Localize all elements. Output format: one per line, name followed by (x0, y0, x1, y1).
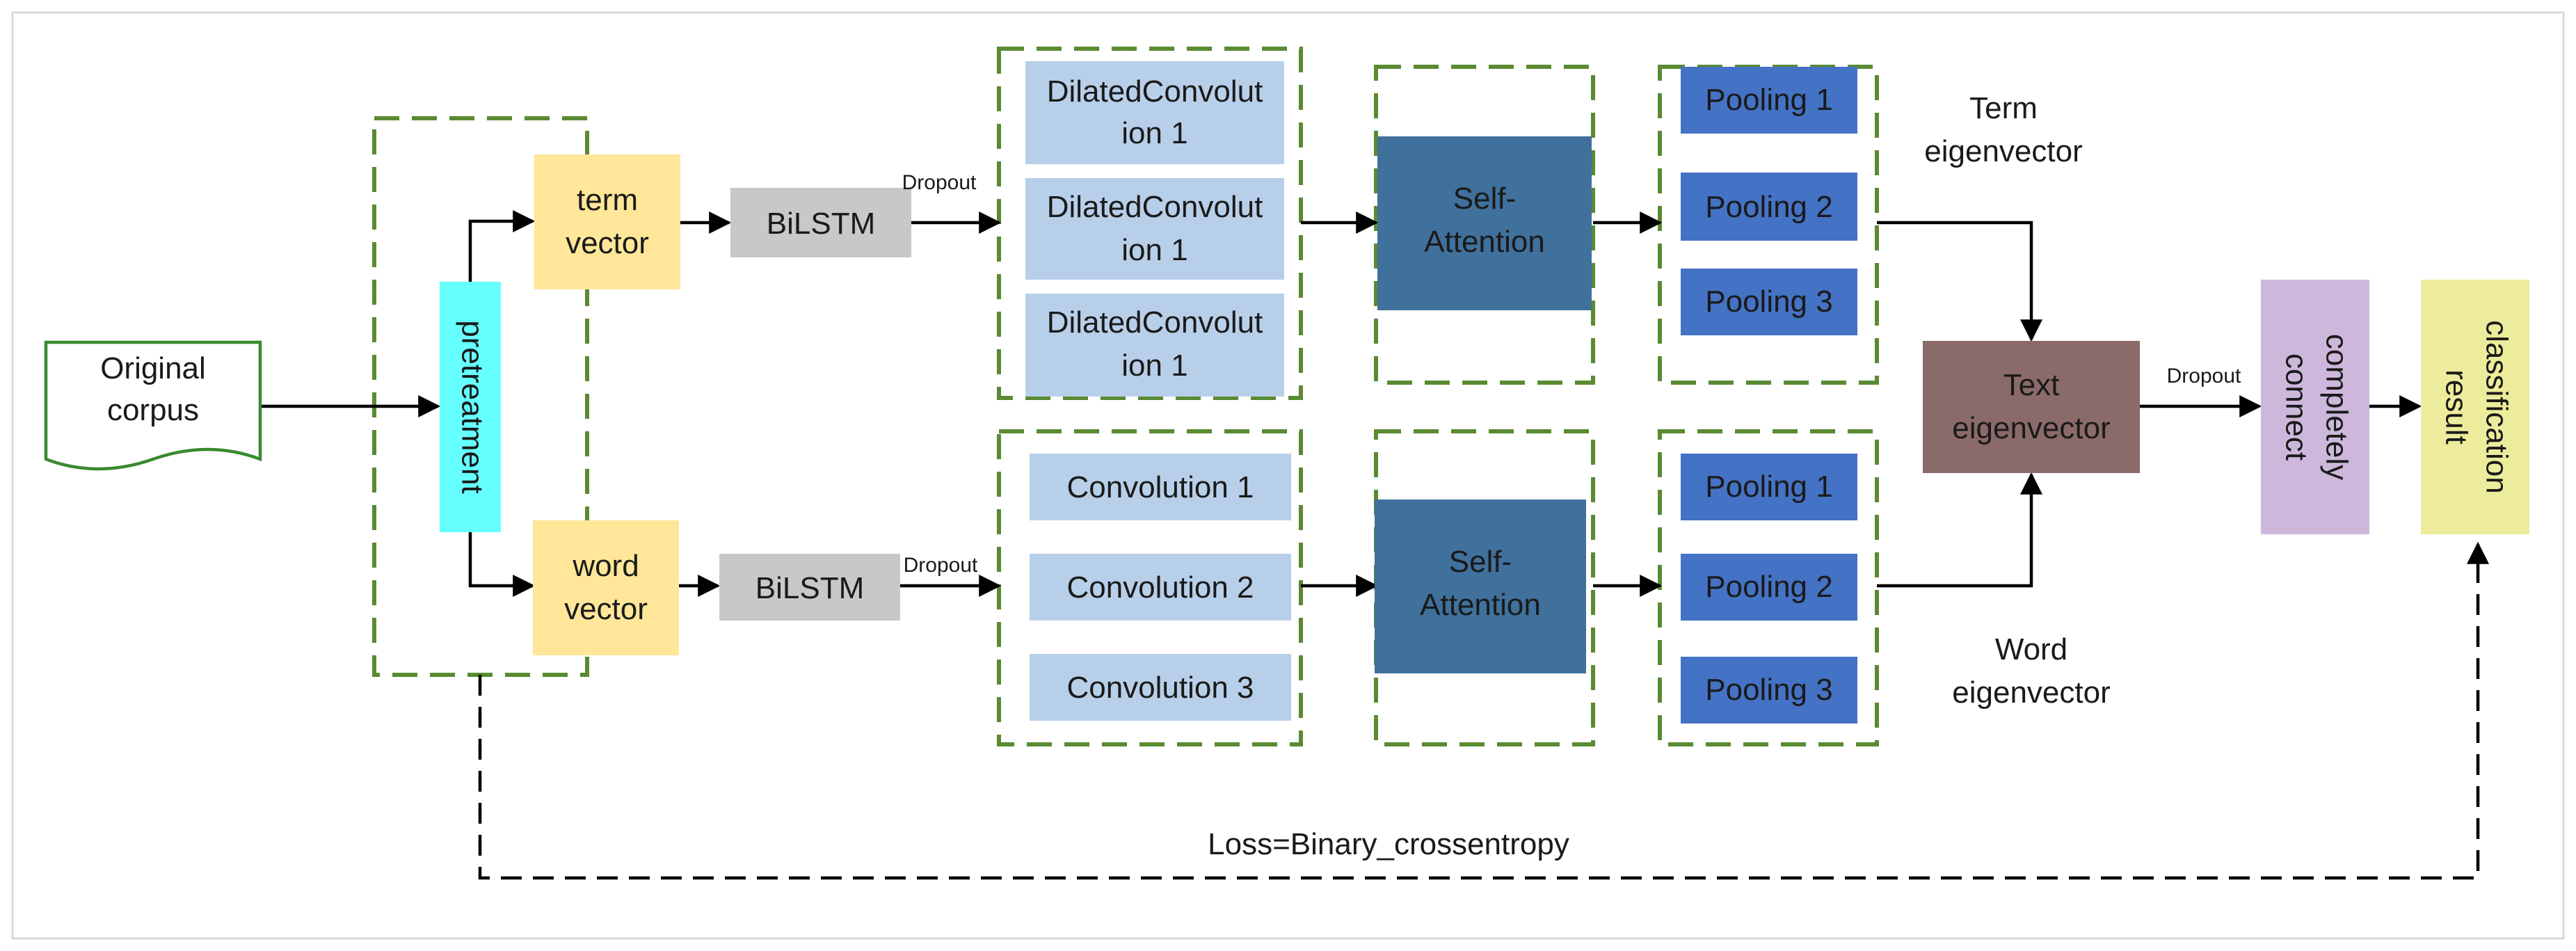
convolution-2-node: Convolution 2 (1030, 554, 1291, 621)
term-vector-box (534, 154, 680, 289)
bilstm-top-node: BiLSTM (730, 188, 911, 257)
word-vector-node: word vector (533, 520, 679, 655)
dilated-conv-line1: DilatedConvolut (1047, 190, 1263, 224)
convolution-box (1030, 454, 1291, 520)
term-vector-node: term vector (534, 154, 680, 289)
convolution-label: Convolution 3 (1066, 671, 1254, 705)
original-corpus-node: Original corpus (44, 340, 262, 471)
self-attention-bottom-node: Self- Attention (1375, 500, 1586, 673)
bilstm-top-box (730, 188, 911, 257)
corpus-line2: corpus (107, 393, 199, 427)
dilated-conv-line2: ion 1 (1121, 349, 1187, 383)
text-eigenvector-line2: eigenvector (1952, 411, 2110, 445)
dropout-label-bottom: Dropout (904, 554, 978, 577)
pretreatment-to-word-arrow (468, 532, 536, 597)
completely-connect-node: completely connect (2261, 280, 2369, 534)
word-vector-line1: word (572, 549, 639, 583)
self-attention-line2: Attention (1424, 225, 1545, 259)
dropout-label-output: Dropout (2167, 365, 2241, 387)
completely-connect-line1: completely (2319, 334, 2353, 480)
self-attention-line1: Self- (1453, 182, 1516, 216)
word-eigenvector-line2: eigenvector (1952, 676, 2110, 710)
term-eigenvector-line2: eigenvector (1924, 134, 2082, 168)
term-vector-line2: vector (566, 226, 649, 260)
self-attention-line1: Self- (1449, 545, 1512, 579)
classification-result-node: classification result (2421, 280, 2529, 534)
dilated-conv-1-node: DilatedConvolut ion 1 (1025, 61, 1284, 164)
pooling-top-3-node: Pooling 3 (1681, 269, 1857, 335)
convolution-3-node: Convolution 3 (1030, 654, 1291, 721)
pretreatment-to-term-arrow (468, 210, 536, 282)
dilated-conv-box (1025, 61, 1284, 164)
bilstm-bottom-node: BiLSTM (719, 554, 900, 621)
pooling-bottom-1-node: Pooling 1 (1681, 454, 1857, 520)
word-vector-line2: vector (564, 592, 648, 626)
pooling-label: Pooling 3 (1705, 285, 1832, 319)
self-attention-top-node: Self- Attention (1377, 136, 1592, 310)
document-shape (44, 340, 262, 471)
corpus-line1: Original (100, 351, 206, 385)
pooling-box (1681, 67, 1857, 134)
pooling-box (1681, 173, 1857, 241)
dilated-conv-box (1025, 178, 1284, 280)
classification-result-line2: result (2439, 369, 2473, 445)
dilated-conv-line2: ion 1 (1121, 116, 1187, 150)
classification-result-box (2421, 280, 2529, 534)
bilstm-bottom-label: BiLSTM (755, 571, 864, 605)
outer-frame (11, 11, 2565, 940)
convolution-label: Convolution 1 (1066, 470, 1254, 504)
pretreatment-box (440, 282, 501, 532)
dilated-conv-line2: ion 1 (1121, 233, 1187, 267)
self-attention-box (1377, 136, 1592, 310)
self-attention-box (1375, 500, 1586, 673)
pooling-bottom-to-text-arrow (1877, 472, 2042, 588)
completely-connect-line2: connect (2279, 353, 2313, 461)
text-eigenvector-box (1923, 341, 2140, 473)
pooling-box (1681, 454, 1857, 520)
pooling-label: Pooling 3 (1705, 673, 1832, 707)
loss-feedback-arrow (478, 541, 2489, 880)
pooling-label: Pooling 1 (1705, 470, 1832, 504)
pooling-label: Pooling 1 (1705, 83, 1832, 117)
convolution-box (1030, 654, 1291, 721)
dilated-conv-2-node: DilatedConvolut ion 1 (1025, 178, 1284, 280)
classification-result-line1: classification (2479, 320, 2513, 493)
word-eigenvector-line1: Word (1995, 632, 2067, 666)
term-eigenvector-line1: Term (1969, 91, 2038, 125)
pooling-top-to-text-arrow (1877, 221, 2042, 342)
text-eigenvector-line1: Text (2003, 368, 2060, 402)
word-vector-box (533, 520, 679, 655)
pooling-top-1-node: Pooling 1 (1681, 67, 1857, 134)
bilstm-bottom-box (719, 554, 900, 621)
text-eigenvector-node: Text eigenvector (1923, 341, 2140, 473)
pooling-bottom-2-node: Pooling 2 (1681, 554, 1857, 621)
pooling-label: Pooling 2 (1705, 190, 1832, 224)
pooling-label: Pooling 2 (1705, 570, 1832, 604)
pretreatment-node: pretreatment (440, 282, 501, 532)
dilated-conv-line1: DilatedConvolut (1047, 305, 1263, 339)
pretreatment-label: pretreatment (455, 320, 489, 493)
self-attention-line2: Attention (1420, 588, 1541, 622)
dilated-conv-box (1025, 294, 1284, 397)
dilated-conv-3-node: DilatedConvolut ion 1 (1025, 294, 1284, 397)
dropout-label-top: Dropout (902, 171, 977, 194)
pooling-box (1681, 269, 1857, 335)
pooling-box (1681, 657, 1857, 724)
pooling-top-2-node: Pooling 2 (1681, 173, 1857, 241)
pooling-box (1681, 554, 1857, 621)
convolution-1-node: Convolution 1 (1030, 454, 1291, 520)
completely-connect-box (2261, 280, 2369, 534)
loss-label: Loss=Binary_crossentropy (1208, 827, 1569, 861)
bilstm-top-label: BiLSTM (767, 207, 875, 241)
convolution-box (1030, 554, 1291, 621)
convolution-label: Convolution 2 (1066, 570, 1254, 605)
dilated-conv-line1: DilatedConvolut (1047, 74, 1263, 109)
pooling-bottom-3-node: Pooling 3 (1681, 657, 1857, 724)
term-vector-line1: term (577, 183, 638, 217)
